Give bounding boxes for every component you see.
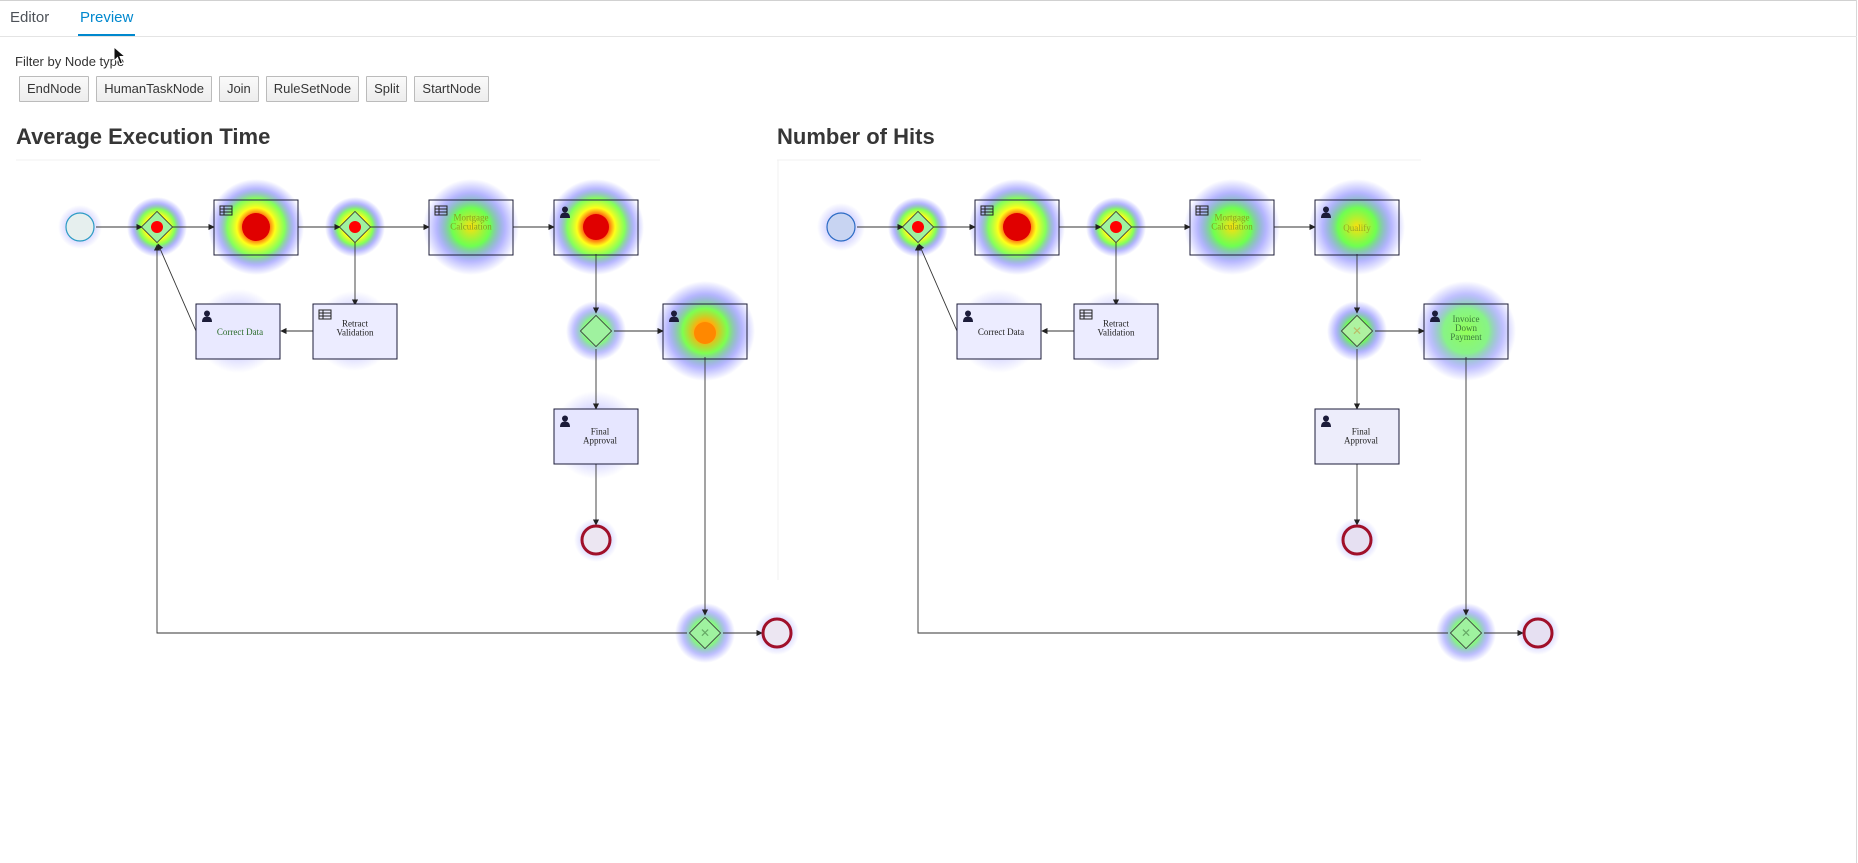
svg-text:✕: ✕ [700, 626, 710, 640]
gateway-node[interactable]: ✕ [1340, 314, 1374, 348]
heat-halo [423, 179, 519, 275]
user-task-qualify[interactable]: Qualify [1314, 199, 1400, 256]
gateway-node[interactable] [140, 210, 174, 244]
gateway-node[interactable] [901, 210, 935, 244]
user-task-node[interactable] [553, 199, 639, 256]
filter-label: Filter by Node type [15, 54, 125, 69]
filter-button-rulesetnode[interactable]: RuleSetNode [265, 76, 360, 102]
gateway-node[interactable]: ✕ [1449, 616, 1483, 650]
filter-button-group: EndNode HumanTaskNode Join RuleSetNode S… [19, 76, 496, 102]
start-event-node[interactable] [826, 212, 856, 242]
heat-halo [1184, 179, 1280, 275]
gateway-node[interactable] [338, 210, 372, 244]
panel-title-number-of-hits: Number of Hits [777, 124, 935, 149]
svg-text:Qualify: Qualify [1343, 223, 1371, 233]
svg-text:Correct Data: Correct Data [217, 327, 263, 337]
rule-task-node[interactable] [974, 199, 1060, 256]
filter-button-endnode[interactable]: EndNode [19, 76, 90, 102]
start-event-node[interactable] [65, 212, 95, 242]
tab-editor[interactable]: Editor [10, 9, 50, 26]
gateway-node[interactable] [1099, 210, 1133, 244]
gateway-node[interactable]: ✕ [688, 616, 722, 650]
filter-button-startnode[interactable]: StartNode [414, 76, 489, 102]
user-task-correct-data[interactable]: Correct Data [956, 303, 1042, 360]
gateway-node[interactable] [579, 314, 613, 348]
panel-title-avg-exec-time: Average Execution Time [16, 124, 271, 149]
end-event-node[interactable] [1522, 617, 1554, 649]
filter-button-split[interactable]: Split [366, 76, 408, 102]
svg-text:✕: ✕ [1461, 626, 1471, 640]
end-event-node[interactable] [580, 524, 612, 556]
user-task-node[interactable] [662, 303, 748, 360]
tab-bar: Editor Preview [0, 0, 1857, 37]
filter-button-humantasknode[interactable]: HumanTaskNode [96, 76, 212, 102]
tab-preview[interactable]: Preview [78, 8, 136, 36]
rule-task-node[interactable] [213, 199, 299, 256]
heat-halo [1309, 179, 1405, 275]
mouse-cursor-icon [113, 46, 127, 65]
svg-text:✕: ✕ [1352, 324, 1362, 338]
end-event-node[interactable] [761, 617, 793, 649]
scrollbar-track[interactable] [1856, 0, 1857, 863]
user-task-correct-data[interactable]: Correct Data [195, 303, 281, 360]
filter-button-join[interactable]: Join [218, 76, 259, 102]
end-event-node[interactable] [1341, 524, 1373, 556]
svg-text:Correct Data: Correct Data [978, 327, 1024, 337]
heat-halo [1416, 281, 1516, 381]
